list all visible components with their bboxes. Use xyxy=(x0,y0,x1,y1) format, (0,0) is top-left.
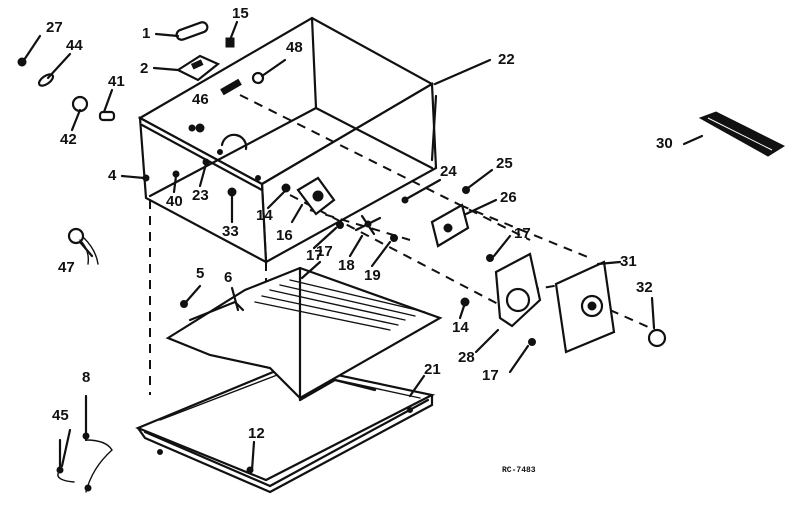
callout-17-bottom: 17 xyxy=(482,367,499,384)
drip-tray xyxy=(165,266,443,402)
bracket-26 xyxy=(401,186,470,248)
callout-47: 47 xyxy=(58,259,75,276)
housing-box xyxy=(137,16,438,264)
callout-8: 8 xyxy=(82,369,91,386)
grille-30 xyxy=(698,111,786,157)
callout-40: 40 xyxy=(166,193,183,210)
callout-5: 5 xyxy=(196,265,205,282)
callout-22: 22 xyxy=(498,51,515,68)
leader-lines xyxy=(22,20,704,472)
shroud-28 xyxy=(460,252,542,346)
wiring-8-45 xyxy=(56,394,113,493)
fan-blade-18 xyxy=(354,214,382,236)
callout-24: 24 xyxy=(440,163,457,180)
callout-27: 27 xyxy=(46,19,63,36)
callout-15: 15 xyxy=(232,5,249,22)
callout-30: 30 xyxy=(656,135,673,152)
callout-1: 1 xyxy=(142,25,151,42)
callout-41: 41 xyxy=(108,73,125,90)
callout-19: 19 xyxy=(364,267,381,284)
latch-2 xyxy=(175,54,221,82)
callout-33: 33 xyxy=(222,223,239,240)
callout-6: 6 xyxy=(224,269,233,286)
handle-1 xyxy=(175,21,209,41)
callout-45: 45 xyxy=(52,407,69,424)
callout-16: 16 xyxy=(276,227,293,244)
callout-32: 32 xyxy=(636,279,653,296)
callout-14-top: 14 xyxy=(256,207,273,224)
callout-31: 31 xyxy=(620,253,637,270)
callout-17-right: 17 xyxy=(514,225,531,242)
callout-2: 2 xyxy=(140,60,149,77)
callout-42: 42 xyxy=(60,131,77,148)
callout-17-mid: 17 xyxy=(306,247,323,264)
screw-27-washer-44 xyxy=(17,57,55,87)
cover-31 xyxy=(554,260,616,354)
callout-18: 18 xyxy=(338,257,355,274)
callout-25: 25 xyxy=(496,155,513,172)
callout-44: 44 xyxy=(66,37,83,54)
callout-21: 21 xyxy=(424,361,441,378)
plug-41-42 xyxy=(71,95,116,122)
callout-28: 28 xyxy=(458,349,475,366)
callout-48: 48 xyxy=(286,39,303,56)
diagram-code: RC-7483 xyxy=(502,466,536,475)
callout-26: 26 xyxy=(500,189,517,206)
callout-46: 46 xyxy=(192,91,209,108)
callout-12: 12 xyxy=(248,425,265,442)
knob-32 xyxy=(647,328,667,348)
wire-harness-47 xyxy=(67,227,99,265)
callout-14-bottom: 14 xyxy=(452,319,469,336)
base-pan xyxy=(135,363,436,494)
callout-17-tray: 17 xyxy=(316,243,333,260)
motor-16 xyxy=(296,176,336,216)
callout-23: 23 xyxy=(192,187,209,204)
callout-4: 4 xyxy=(108,167,117,184)
